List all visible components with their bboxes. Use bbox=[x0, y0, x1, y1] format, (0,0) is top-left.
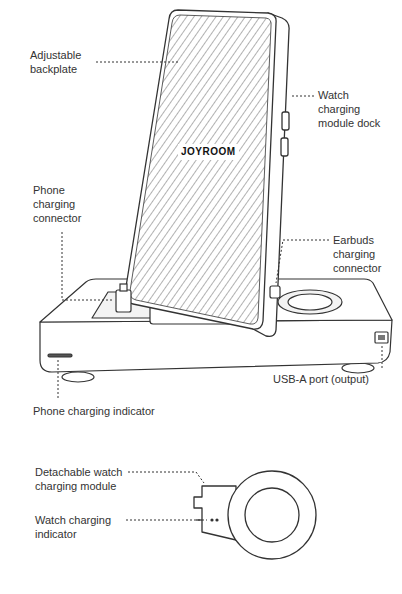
leader-lines bbox=[58, 62, 382, 520]
watch-charging-indicator-dot bbox=[215, 518, 218, 521]
watch-dock-slot bbox=[281, 138, 288, 156]
leader-line bbox=[126, 520, 207, 521]
part-label: Earbuds charging connector bbox=[333, 233, 391, 275]
leader-line bbox=[128, 472, 204, 483]
leader-line bbox=[62, 232, 113, 300]
watch-module bbox=[194, 471, 316, 559]
base-front bbox=[40, 320, 392, 372]
watch-module-puck bbox=[228, 471, 316, 559]
backplate-hatching bbox=[120, 0, 290, 340]
part-label: Watch charging module dock bbox=[318, 88, 384, 130]
foot bbox=[342, 363, 374, 373]
leader-line bbox=[58, 360, 59, 400]
earbuds-recess bbox=[278, 290, 342, 314]
part-label: USB-A port (output) bbox=[273, 372, 369, 386]
brand-logo: JOYROOM bbox=[178, 144, 239, 160]
backplate bbox=[120, 0, 290, 340]
part-label: Phone charging connector bbox=[33, 183, 91, 225]
leader-line bbox=[292, 96, 314, 97]
leader-line bbox=[276, 240, 329, 283]
backplate-inner-border bbox=[130, 15, 271, 324]
earbuds-recess-inner bbox=[288, 294, 332, 310]
part-label: Detachable watch charging module bbox=[35, 465, 130, 493]
watch-module-pad bbox=[245, 488, 299, 542]
leader-line bbox=[382, 346, 383, 368]
phone-charging-indicator-slit bbox=[48, 354, 72, 357]
watch-charging-indicator-dot bbox=[210, 518, 213, 521]
leader-line bbox=[96, 62, 180, 63]
usb-a-port-tongue bbox=[378, 335, 385, 340]
watch-dock-slot bbox=[282, 112, 289, 130]
connectors bbox=[116, 284, 280, 312]
usb-a-port bbox=[375, 332, 388, 343]
earbuds-connector bbox=[270, 286, 280, 298]
part-label: Watch charging indicator bbox=[35, 513, 125, 541]
foot bbox=[62, 372, 94, 382]
phone-connector bbox=[116, 290, 131, 312]
phone-connector-tip bbox=[120, 284, 127, 291]
part-label: Phone charging indicator bbox=[33, 404, 155, 418]
part-label: Adjustable backplate bbox=[30, 48, 92, 76]
